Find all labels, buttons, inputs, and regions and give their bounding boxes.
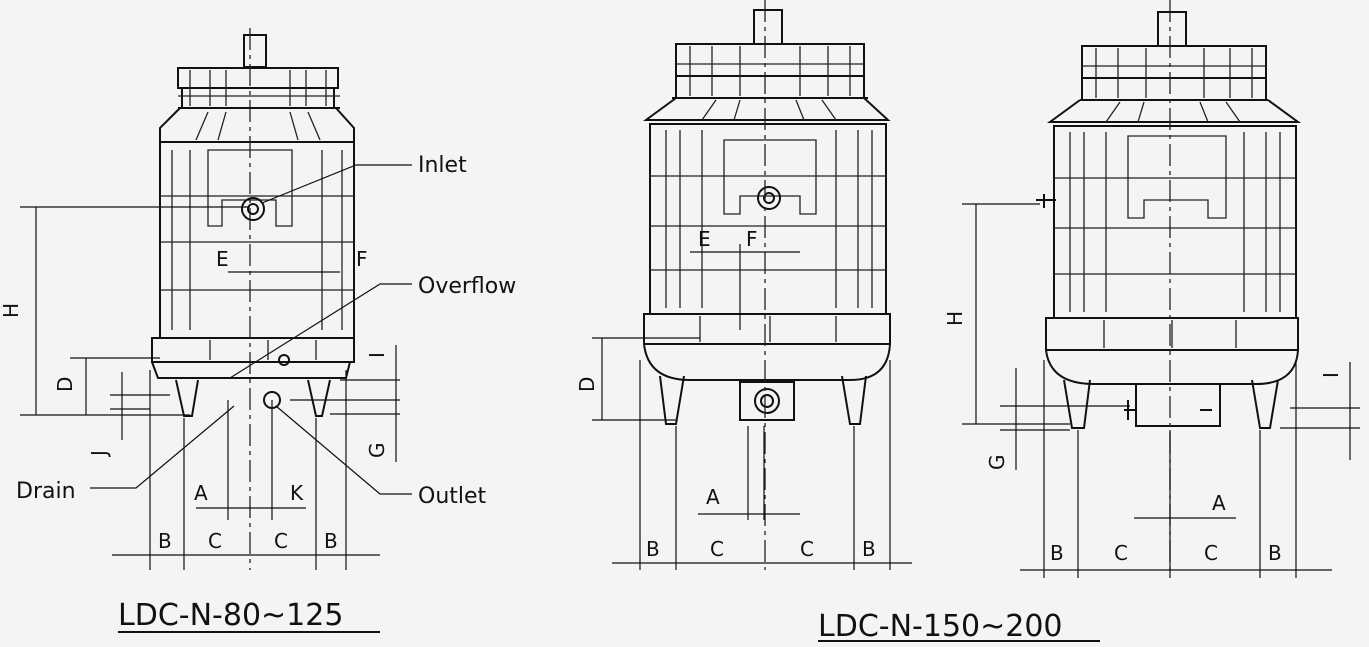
dim-C: C bbox=[710, 537, 724, 561]
dim-H: H bbox=[0, 303, 23, 318]
dim-C: C bbox=[1204, 541, 1218, 565]
dim-F: F bbox=[746, 227, 758, 251]
dim-K: K bbox=[290, 481, 304, 505]
tower-large-front bbox=[642, 0, 891, 570]
dim-H: H bbox=[943, 311, 967, 326]
dim-G: G bbox=[365, 443, 389, 459]
motor bbox=[243, 34, 267, 68]
dim-C: C bbox=[1114, 541, 1128, 565]
tower-small bbox=[151, 28, 355, 570]
dim-B: B bbox=[158, 529, 172, 553]
dim-A: A bbox=[706, 485, 720, 509]
dim-E: E bbox=[216, 247, 229, 271]
dim-B: B bbox=[862, 537, 876, 561]
drain-label: Drain bbox=[16, 479, 76, 504]
inlet-label: Inlet bbox=[418, 153, 467, 178]
dim-G: G bbox=[985, 455, 1009, 471]
outlet-leader bbox=[275, 405, 412, 495]
tower-large-front-dimensions: D E F A B C C B bbox=[575, 227, 912, 570]
tower-body bbox=[159, 141, 355, 339]
dim-B: B bbox=[646, 537, 660, 561]
dim-I: I bbox=[365, 352, 389, 358]
dim-E: E bbox=[698, 227, 711, 251]
drain-leader bbox=[90, 405, 235, 489]
dim-A: A bbox=[194, 481, 208, 505]
dim-I: I bbox=[1319, 372, 1343, 378]
dim-J: J bbox=[87, 450, 111, 458]
dim-C: C bbox=[800, 537, 814, 561]
overflow-label: Overflow bbox=[418, 274, 516, 299]
dim-F: F bbox=[356, 247, 368, 271]
dim-D: D bbox=[53, 377, 77, 392]
inlet-leader bbox=[261, 164, 412, 204]
dim-C: C bbox=[274, 529, 288, 553]
overflow-leader bbox=[229, 283, 412, 379]
dim-A: A bbox=[1212, 491, 1226, 515]
tower-small-dimensions: Inlet Overflow Drain Outlet H D J E F I … bbox=[0, 153, 516, 633]
dim-B: B bbox=[1268, 541, 1282, 565]
tower-large-side bbox=[1036, 0, 1302, 570]
dim-B: B bbox=[1050, 541, 1064, 565]
tower-large-side-dimensions: H G I A B C C B LDC-N-150~200 bbox=[818, 203, 1360, 644]
dim-C: C bbox=[208, 529, 222, 553]
outlet-label: Outlet bbox=[418, 484, 487, 509]
dim-D: D bbox=[575, 377, 599, 392]
dim-B: B bbox=[324, 529, 338, 553]
model-title-small: LDC-N-80~125 bbox=[118, 598, 343, 633]
model-title-large: LDC-N-150~200 bbox=[818, 609, 1063, 643]
